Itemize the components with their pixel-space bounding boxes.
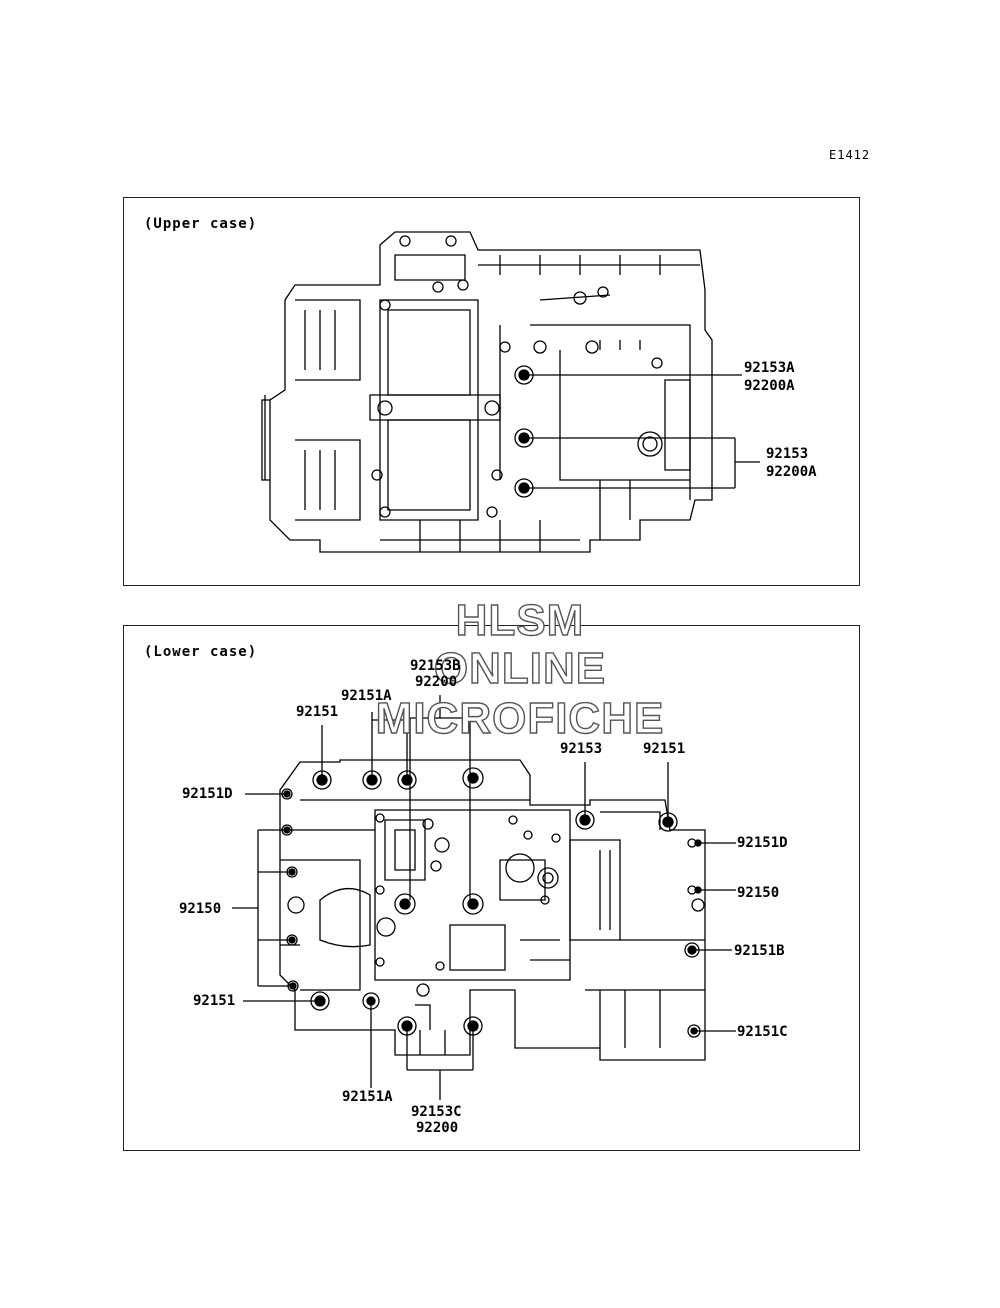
watermark-line-1: HLSM [455, 596, 585, 645]
callout-92151b: 92151B [734, 943, 785, 959]
lower-case-panel: (Lower case) [123, 625, 860, 1151]
watermark-line-3: MICROFICHE [375, 694, 665, 743]
lower-case-outline [279, 759, 706, 1061]
upper-case-leader-lines [524, 374, 760, 489]
upper-case-outline [261, 231, 713, 553]
lower-case-bolt-holes [281, 788, 705, 997]
callout-92150-left: 92150 [179, 901, 222, 917]
watermark-line-2: ONLINE [433, 644, 607, 693]
figure-id: E1412 [829, 148, 871, 162]
callout-92153-top: 92153 [560, 741, 603, 757]
callout-92151-top-left: 92151 [296, 704, 339, 720]
upper-case-title: (Upper case) [144, 216, 258, 232]
upper-case-panel: (Upper case) [123, 197, 860, 586]
callout-92151c: 92151C [737, 1024, 788, 1040]
callout-92151a-top: 92151A [341, 688, 392, 704]
lower-case-leader-lines [232, 695, 736, 1100]
lower-case-marked-bolts [283, 767, 702, 1038]
callout-92151a-bottom: 92151A [342, 1089, 393, 1105]
callout-92151d-left: 92151D [182, 786, 233, 802]
upper-case-marked-bolts [514, 365, 534, 498]
callout-92151-bottom-left: 92151 [193, 993, 236, 1009]
callout-92151-top-right: 92151 [643, 741, 686, 757]
callout-92151d-right: 92151D [737, 835, 788, 851]
callout-92150-right: 92150 [737, 885, 780, 901]
upper-case-bolt-holes [371, 235, 663, 518]
lower-case-title: (Lower case) [144, 644, 258, 660]
